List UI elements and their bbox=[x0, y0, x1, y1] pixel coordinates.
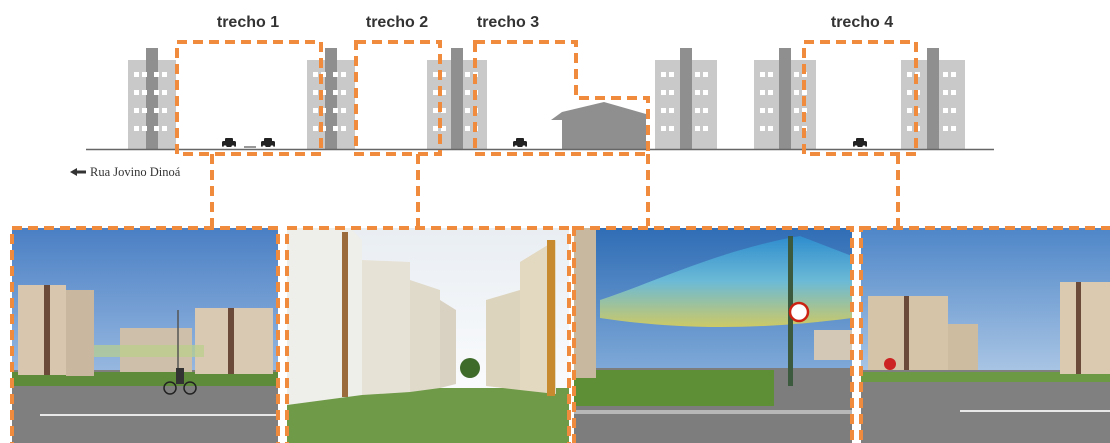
apartment-block bbox=[754, 48, 816, 150]
photo-trecho-3 bbox=[574, 228, 852, 443]
photo-frame-3 bbox=[572, 226, 854, 443]
shed-building bbox=[551, 102, 646, 150]
apartment-block bbox=[307, 48, 355, 150]
street-name: Rua Jovino Dinoá bbox=[90, 165, 181, 179]
apartment-block bbox=[427, 48, 487, 150]
segment-frames bbox=[175, 40, 918, 156]
street-label: Rua Jovino Dinoá bbox=[70, 165, 181, 179]
apartment-block bbox=[901, 48, 965, 150]
car-icon bbox=[513, 138, 527, 149]
frame-trecho-1 bbox=[175, 40, 323, 156]
photo-frame-4 bbox=[859, 226, 1110, 443]
frame-trecho-4 bbox=[802, 40, 918, 156]
frame-trecho-2 bbox=[354, 40, 442, 156]
segment-label-4: trecho 4 bbox=[831, 14, 893, 31]
left-arrow-icon bbox=[70, 168, 86, 176]
apartment-block bbox=[655, 48, 717, 150]
connector-lines bbox=[10, 154, 1110, 443]
car-icon bbox=[222, 138, 236, 149]
segment-label-3: trecho 3 bbox=[477, 14, 539, 31]
photo-frame-1 bbox=[10, 226, 280, 443]
car-icon bbox=[261, 138, 275, 149]
segment-label-1: trecho 1 bbox=[217, 14, 279, 31]
apartment-block bbox=[128, 48, 176, 150]
frame-trecho-3 bbox=[473, 40, 650, 156]
building-elevation-group bbox=[128, 48, 965, 150]
segment-label-2: trecho 2 bbox=[366, 14, 428, 31]
photo-trecho-4 bbox=[861, 228, 1110, 443]
photo-trecho-2 bbox=[287, 228, 569, 443]
photo-trecho-1 bbox=[12, 228, 278, 443]
car-icon bbox=[853, 138, 867, 149]
